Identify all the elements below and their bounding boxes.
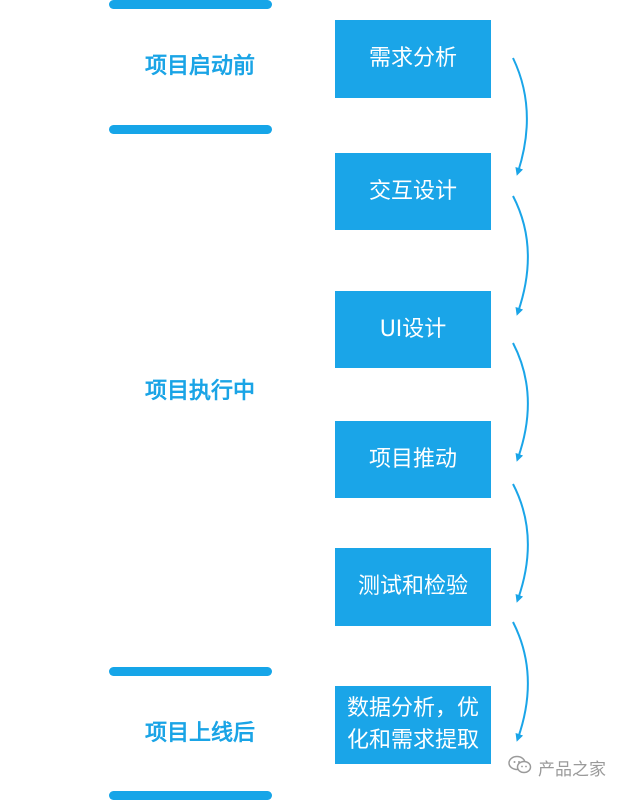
step-project-promotion: 项目推动 (335, 421, 491, 498)
phase-label-executing: 项目执行中 (144, 379, 255, 404)
wechat-icon (508, 755, 532, 780)
step-data-analysis: 数据分析，优化和需求提取 (335, 686, 491, 764)
phase-label-after: 项目上线后 (144, 721, 255, 746)
arrow-icon (512, 57, 528, 176)
phase-divider-bottom (109, 791, 272, 800)
arrow-icon (512, 483, 529, 603)
step-ui-design: UI设计 (335, 291, 491, 368)
step-interaction-design: 交互设计 (335, 153, 491, 230)
arrow-icon (512, 195, 529, 316)
watermark-text: 产品之家 (538, 760, 606, 780)
arrow-icon (512, 342, 529, 462)
arrow-icon (512, 621, 529, 742)
phase-label-before: 项目启动前 (144, 54, 255, 79)
step-testing: 测试和检验 (335, 548, 491, 626)
step-requirements-analysis: 需求分析 (335, 20, 491, 98)
watermark: 产品之家 (508, 755, 606, 780)
phase-divider-top (109, 0, 272, 9)
phase-divider (109, 667, 272, 676)
phase-divider (109, 125, 272, 134)
